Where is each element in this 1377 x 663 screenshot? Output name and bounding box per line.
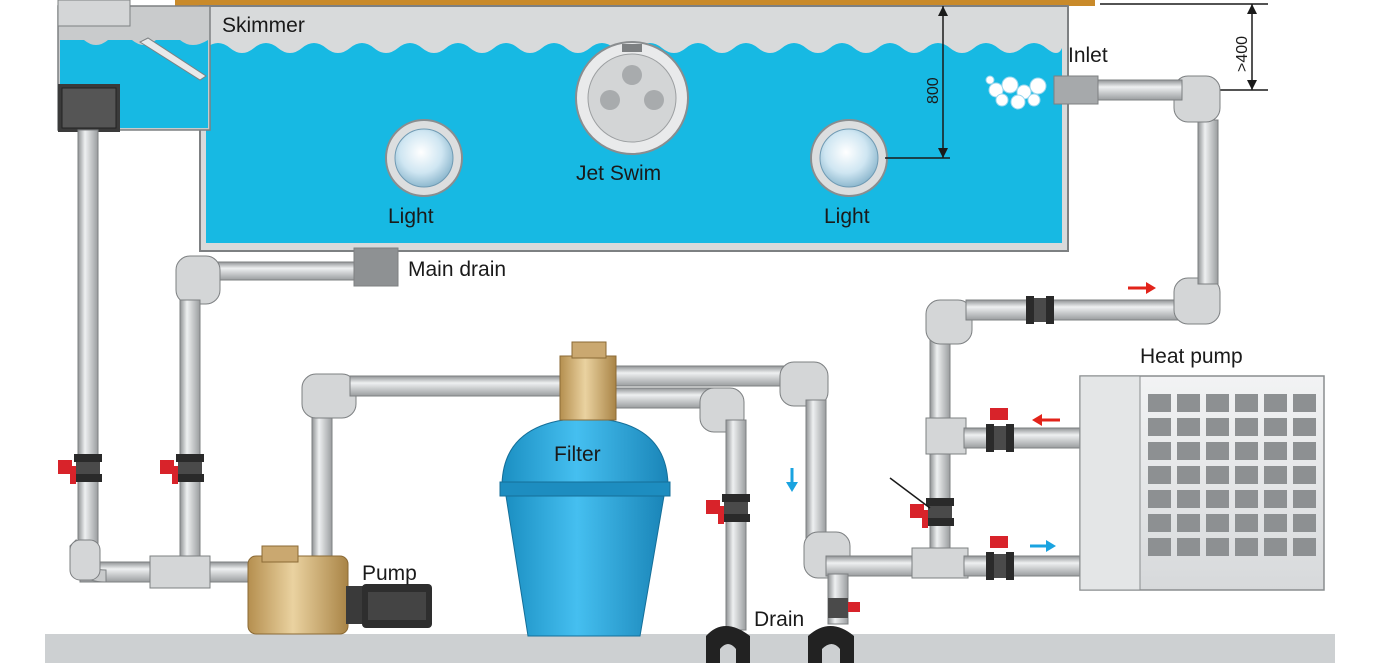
heat-pump-fin	[1264, 442, 1287, 460]
heat-pump-fin	[1177, 490, 1200, 508]
heat-pump-icon	[1079, 375, 1325, 591]
skimmer	[57, 0, 211, 132]
heat-pump-fin	[1264, 538, 1287, 556]
heat-pump-fin	[1148, 418, 1171, 436]
jet-swim-icon	[575, 41, 689, 155]
valve-icon	[986, 408, 1014, 452]
pump-motor-icon	[247, 545, 432, 635]
heat-pump-fin	[1235, 538, 1258, 556]
flow-arrow-icon	[1030, 540, 1056, 552]
valve-icon	[160, 454, 204, 484]
valve-icon	[910, 498, 954, 528]
heat-pump-fin	[1264, 394, 1287, 412]
heat-pump-fin	[1177, 538, 1200, 556]
dimension-label-800: 800	[925, 77, 942, 104]
light-right	[810, 119, 888, 197]
label-skimmer: Skimmer	[222, 14, 305, 37]
heat-pump-fin	[1206, 538, 1229, 556]
heat-pump-fin	[1206, 442, 1229, 460]
heat-pump-fin	[1148, 394, 1171, 412]
heat-pump-fin	[1264, 466, 1287, 484]
label-light-right: Light	[824, 205, 870, 228]
skimmer-basket-icon	[58, 84, 120, 132]
heat-pump-fin	[1206, 418, 1229, 436]
valve-icon	[706, 494, 750, 524]
label-inlet: Inlet	[1068, 44, 1108, 67]
heat-pump-fin	[1177, 466, 1200, 484]
heat-pump-fin	[1206, 514, 1229, 532]
heat-pump-fin	[1235, 394, 1258, 412]
flow-arrow-icon	[1128, 282, 1156, 294]
pointer-line	[889, 477, 931, 509]
heat-pump-fin	[1148, 442, 1171, 460]
heat-pump-fin	[1235, 418, 1258, 436]
heat-pump-fin	[1206, 466, 1229, 484]
label-filter: Filter	[554, 443, 601, 466]
heat-pump-fin	[1293, 490, 1316, 508]
heat-pump-fin	[1264, 490, 1287, 508]
main-drain-fitting	[353, 247, 399, 287]
heat-pump-fin	[1177, 394, 1200, 412]
heat-pump-fin	[1235, 466, 1258, 484]
heat-pump-fin	[1148, 490, 1171, 508]
flow-arrow-icon	[1032, 414, 1060, 426]
ground-floor	[45, 634, 1335, 663]
heat-pump-fin	[1293, 538, 1316, 556]
heat-pump-fin	[1148, 538, 1171, 556]
heat-pump-fin	[1206, 394, 1229, 412]
valve-icon	[58, 454, 102, 484]
heat-pump-fin	[1148, 466, 1171, 484]
heat-pump-fin	[1293, 442, 1316, 460]
heat-pump-fin	[1177, 442, 1200, 460]
dimension-label-400: >400	[1234, 36, 1251, 72]
drain-outlet-icon	[706, 626, 854, 663]
heat-pump-fin	[1206, 490, 1229, 508]
heat-pump-fin	[1293, 418, 1316, 436]
label-main-drain: Main drain	[408, 258, 506, 281]
heat-pump-fin	[1177, 514, 1200, 532]
heat-pump-fin	[1235, 514, 1258, 532]
inlet-fitting	[1053, 75, 1099, 105]
light-left	[385, 119, 463, 197]
heat-pump-fin	[1235, 490, 1258, 508]
heat-pump-fin	[1235, 442, 1258, 460]
valve-icon	[986, 536, 1014, 580]
flow-arrow-icon	[786, 468, 798, 492]
label-jet-swim: Jet Swim	[576, 162, 661, 185]
label-pump: Pump	[362, 562, 417, 585]
heat-pump-fin	[1293, 466, 1316, 484]
label-drain: Drain	[754, 608, 804, 631]
dimension-800	[885, 6, 950, 159]
label-light-left: Light	[388, 205, 434, 228]
union-fitting	[1026, 296, 1054, 324]
valve-icon	[828, 598, 860, 618]
label-heat-pump: Heat pump	[1140, 345, 1243, 368]
heat-pump-fin	[1293, 394, 1316, 412]
inlet-bubbles	[985, 75, 1047, 110]
heat-pump-fin	[1148, 514, 1171, 532]
filter-tank-icon	[499, 341, 671, 637]
heat-pump-fin	[1293, 514, 1316, 532]
heat-pump-fin	[1177, 418, 1200, 436]
valves	[58, 296, 1054, 618]
heat-pump-fin	[1264, 418, 1287, 436]
pool-deck	[175, 0, 1095, 6]
heat-pump-fin	[1264, 514, 1287, 532]
